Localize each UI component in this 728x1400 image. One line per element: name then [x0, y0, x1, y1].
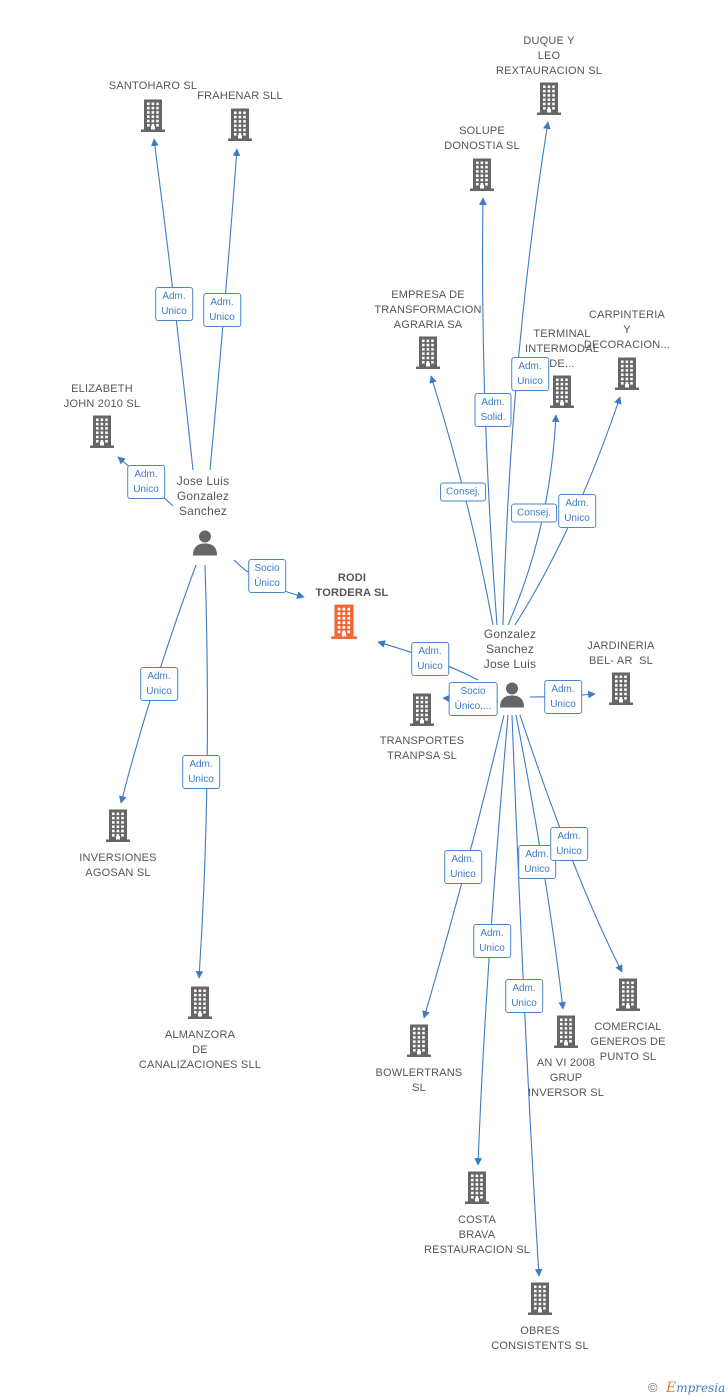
- person-icon[interactable]: [191, 529, 219, 562]
- edge-label-carpinteria[interactable]: Adm. Unico: [558, 494, 596, 528]
- edge-label-focus[interactable]: Adm. Unico: [411, 642, 449, 676]
- building-icon[interactable]: [139, 99, 167, 138]
- edge-label-bowlertrans[interactable]: Adm. Unico: [444, 850, 482, 884]
- company-label-carpinteria: CARPINTERIA Y DECORACION...: [583, 309, 671, 351]
- edge-label-jardineria[interactable]: Adm. Unico: [544, 680, 582, 714]
- building-icon[interactable]: [104, 809, 132, 848]
- person-label-p1: Jose Luis Gonzalez Sanchez: [176, 474, 230, 518]
- building-icon[interactable]: [526, 1282, 554, 1321]
- edge-label-empresa[interactable]: Consej.: [440, 482, 486, 502]
- company-label-duque: DUQUE Y LEO REXTAURACION SL: [495, 35, 603, 77]
- edge-label-elizabeth[interactable]: Adm. Unico: [127, 465, 165, 499]
- company-label-elizabeth: ELIZABETH JOHN 2010 SL: [63, 383, 141, 410]
- company-label-comercial: COMERCIAL GENEROS DE PUNTO SL: [590, 1021, 666, 1063]
- building-icon[interactable]: [414, 336, 442, 375]
- company-label-anvi: AN VI 2008 GRUP INVERSOR SL: [527, 1057, 605, 1099]
- edge-p2-comercial: [519, 714, 623, 973]
- company-label-frahenar: FRAHENAR SLL: [197, 90, 283, 102]
- focus-building-icon[interactable]: [328, 604, 360, 645]
- building-icon[interactable]: [607, 672, 635, 711]
- brand-initial: E: [666, 1380, 677, 1396]
- building-icon[interactable]: [408, 693, 436, 732]
- building-icon[interactable]: [535, 82, 563, 121]
- edge-label-frahenar[interactable]: Adm. Unico: [203, 293, 241, 327]
- building-icon[interactable]: [226, 108, 254, 147]
- company-label-jardineria: JARDINERIA BEL- AR SL: [587, 640, 655, 667]
- company-label-empresa: EMPRESA DE TRANSFORMACION AGRARIA SA: [374, 289, 482, 331]
- edge-label-almanzora[interactable]: Adm. Unico: [182, 755, 220, 789]
- edge-label-focus[interactable]: Socio Único: [248, 559, 286, 593]
- edge-label-comercial[interactable]: Adm. Unico: [550, 827, 588, 861]
- edge-label-agosan[interactable]: Adm. Unico: [140, 667, 178, 701]
- edge-label-santoharo[interactable]: Adm. Unico: [155, 287, 193, 321]
- person-icon[interactable]: [498, 681, 526, 714]
- building-icon[interactable]: [186, 986, 214, 1025]
- building-icon[interactable]: [552, 1015, 580, 1054]
- edge-label-solupe[interactable]: Adm. Solid.: [474, 393, 512, 427]
- edge-p2-costa: [474, 714, 509, 1166]
- company-label-agosan: INVERSIONES AGOSAN SL: [79, 852, 157, 879]
- company-label-bowlertrans: BOWLERTRANS SL: [375, 1067, 463, 1094]
- building-icon[interactable]: [88, 415, 116, 454]
- building-icon[interactable]: [614, 978, 642, 1017]
- company-label-transportes: TRANSPORTES TRANPSA SL: [379, 735, 465, 762]
- edge-p2-obres: [511, 714, 543, 1277]
- building-icon[interactable]: [468, 158, 496, 197]
- edge-label-anvi[interactable]: Adm. Unico: [518, 845, 556, 879]
- edge-label-duque[interactable]: Adm. Unico: [511, 357, 549, 391]
- edge-label-obres[interactable]: Adm. Unico: [505, 979, 543, 1013]
- company-label-terminal: TERMINAL INTERMODAL DE...: [524, 328, 600, 370]
- building-icon[interactable]: [548, 375, 576, 414]
- focus-company-label: RODI TORDERA SL: [315, 572, 389, 599]
- company-label-obres: OBRES CONSISTENTS SL: [491, 1325, 589, 1352]
- person-label-p2: Gonzalez Sanchez Jose Luis: [483, 627, 537, 671]
- building-icon[interactable]: [613, 357, 641, 396]
- edge-p2-terminal: [507, 414, 560, 626]
- brand-logo: Empresia: [666, 1380, 725, 1396]
- edge-label-terminal[interactable]: Consej.: [511, 503, 557, 523]
- edge-label-transportes[interactable]: Socio Único,...: [448, 682, 498, 716]
- brand-name: mpresia: [676, 1381, 726, 1395]
- company-label-costa: COSTA BRAVA RESTAURACION SL: [423, 1214, 531, 1256]
- edge-label-costa[interactable]: Adm. Unico: [473, 924, 511, 958]
- company-label-santoharo: SANTOHARO SL: [108, 80, 198, 92]
- footer: © Empresia: [648, 1380, 728, 1398]
- copyright-symbol: ©: [648, 1380, 658, 1395]
- building-icon[interactable]: [405, 1024, 433, 1063]
- company-label-almanzora: ALMANZORA DE CANALIZACIONES SLL: [138, 1029, 262, 1071]
- company-label-solupe: SOLUPE DONOSTIA SL: [444, 125, 520, 152]
- building-icon[interactable]: [463, 1171, 491, 1210]
